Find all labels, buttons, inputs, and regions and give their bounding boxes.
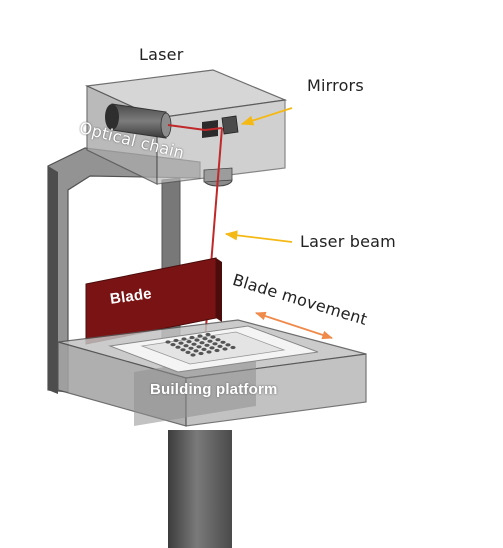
printed-part-cell: [185, 350, 191, 354]
printed-part: [165, 332, 236, 357]
printed-part-cell: [181, 337, 187, 341]
printed-part-cell: [199, 341, 205, 345]
printed-part-cell: [183, 344, 189, 348]
printed-part-cell: [180, 348, 186, 352]
printed-part-cell: [196, 345, 202, 349]
printed-part-cell: [220, 340, 226, 344]
printed-part-cell: [194, 338, 200, 342]
printed-part-cell: [189, 335, 195, 340]
printed-part-cell: [215, 338, 221, 342]
printed-part-cell: [188, 346, 194, 350]
printed-part-cell: [191, 342, 197, 346]
printed-part-cell: [205, 332, 211, 337]
printed-part-cell: [165, 340, 171, 344]
platform-inner-well: [134, 352, 256, 426]
blade-edge: [216, 258, 222, 322]
printed-part-cell: [207, 339, 213, 343]
support-column: [168, 430, 232, 548]
printed-part-cell: [202, 337, 208, 341]
mirrors-label: Mirrors: [307, 76, 364, 95]
printed-part-cell: [193, 349, 199, 353]
printed-part-cell: [230, 345, 236, 350]
mirror-block-2: [221, 115, 239, 135]
printed-part-cell: [186, 340, 192, 344]
printed-part-cell: [190, 353, 196, 357]
printed-part-cell: [209, 346, 215, 350]
blade-movement-arrow: [254, 311, 334, 340]
printed-part-cell: [198, 351, 204, 356]
laser-beam-callout-arrow: [224, 230, 293, 243]
laser-beam-label: Laser beam: [300, 232, 396, 251]
printed-part-cell: [210, 335, 216, 339]
printed-part-cell: [197, 334, 203, 338]
laser-beam-internal: [167, 124, 223, 132]
printed-part-cell: [178, 341, 184, 345]
printed-part-cell: [225, 343, 231, 347]
laser-source-end: [105, 104, 119, 130]
printed-part-cell: [175, 345, 181, 349]
printed-part-cell: [214, 348, 220, 353]
printed-part-cell: [206, 350, 212, 354]
printed-part-cell: [217, 344, 223, 348]
printed-part-cell: [204, 343, 210, 347]
printed-part-cell: [212, 342, 218, 346]
printed-part-cell: [173, 338, 179, 343]
printed-part-cell: [201, 347, 207, 351]
building-platform-label: Building platform: [150, 381, 278, 398]
mirrors-callout-arrow: [240, 107, 293, 126]
laser-label: Laser: [139, 45, 184, 64]
printed-part-cell: [222, 347, 228, 351]
printed-part-cell: [170, 343, 176, 347]
frame-arm-side: [48, 166, 58, 394]
